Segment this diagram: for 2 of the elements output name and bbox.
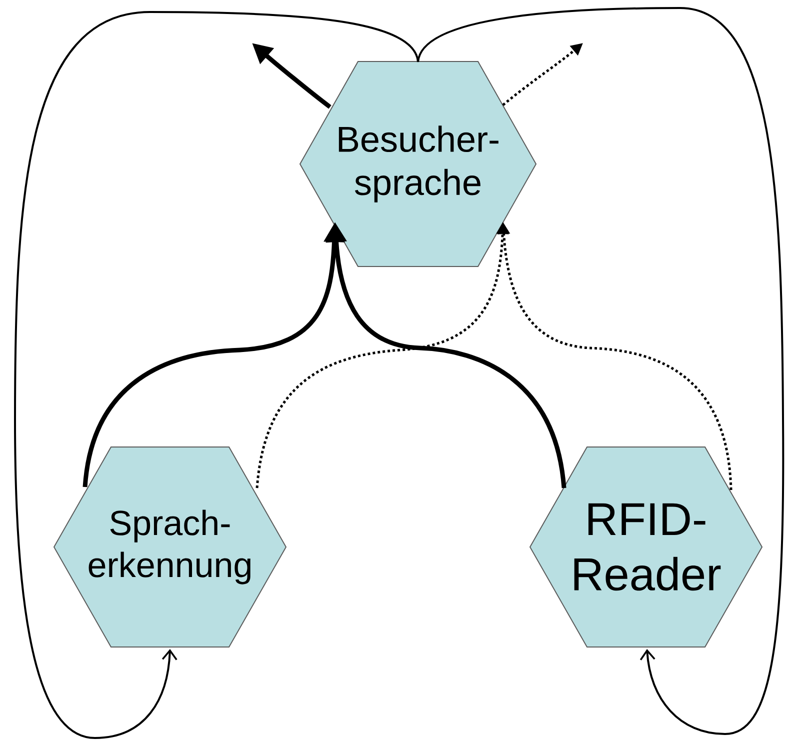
arrow <box>417 7 784 735</box>
arrow <box>14 11 419 739</box>
